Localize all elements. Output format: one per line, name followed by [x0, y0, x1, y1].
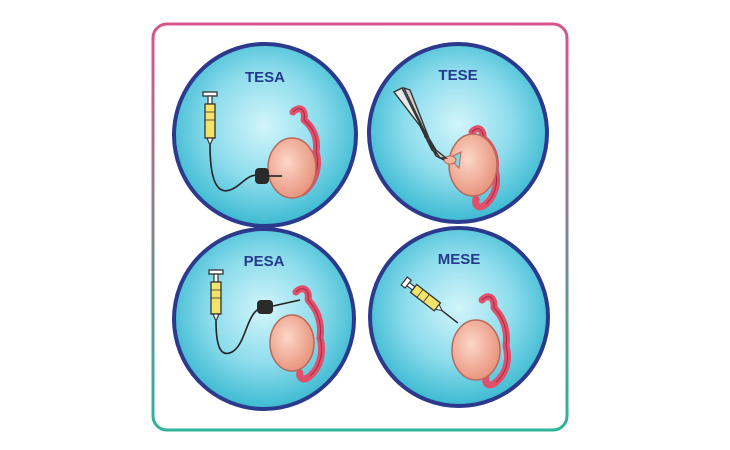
- needle-device: [255, 168, 269, 184]
- panel-label: TESA: [245, 69, 285, 86]
- panel-mese: MESE: [368, 226, 550, 408]
- panel-label: MESE: [438, 251, 481, 268]
- syringe: [208, 269, 224, 323]
- tubing: [215, 307, 261, 355]
- panel-label: TESE: [438, 67, 477, 84]
- testis: [269, 314, 315, 372]
- panel-pesa: PESA: [172, 227, 356, 411]
- tubing: [209, 144, 259, 192]
- scissors-icon: [392, 86, 448, 161]
- panel-tesa: TESA: [172, 42, 358, 228]
- needle-device: [257, 300, 273, 314]
- syringe: [202, 91, 218, 147]
- panel-circle: [367, 42, 549, 224]
- panel-tese: TESE: [367, 42, 549, 224]
- testis: [451, 319, 501, 381]
- syringe: [400, 276, 459, 324]
- panel-circle: [368, 226, 550, 408]
- panel-label: PESA: [244, 253, 285, 270]
- testis: [448, 133, 498, 197]
- testis: [267, 137, 317, 199]
